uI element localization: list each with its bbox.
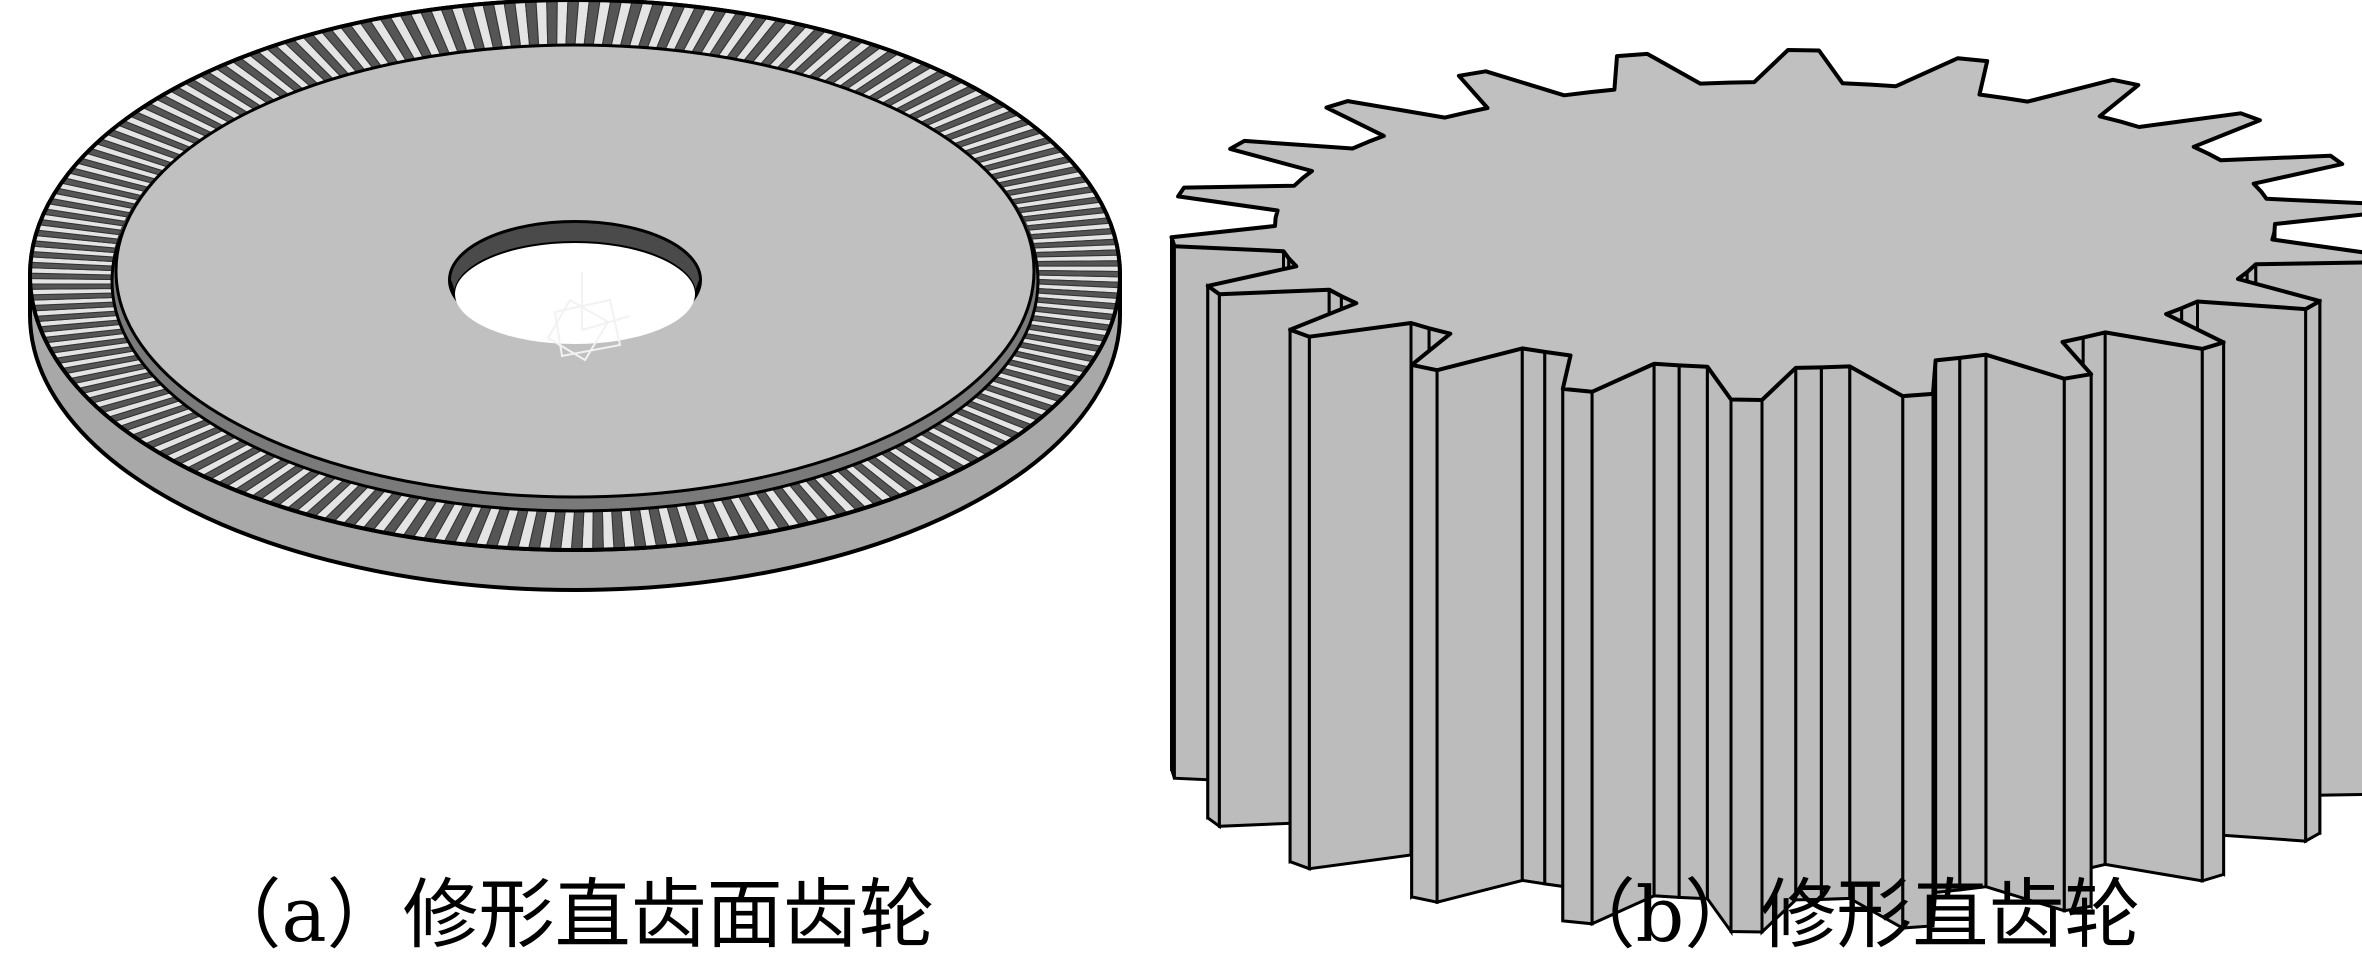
spur-gear-tooth-face <box>1307 321 1413 871</box>
spur-gear-drawing <box>1169 48 2362 937</box>
face-gear-tooth-flank <box>1036 260 1121 267</box>
spur-gear-tooth-face <box>1520 346 1547 886</box>
spur-gear-tooth-face <box>1705 362 1733 937</box>
face-gear-drawing <box>28 0 1122 592</box>
face-gear-tooth-flank <box>29 283 114 290</box>
spur-gear-tooth-face <box>1984 352 2066 913</box>
spur-gear-top-face <box>1169 48 2362 402</box>
spur-gear-tooth-face <box>1901 392 1935 930</box>
spur-gear-tooth-face <box>1410 363 1439 905</box>
spur-gear-tooth-face <box>1590 361 1656 927</box>
spur-gear-tooth-face <box>1561 387 1594 926</box>
face-gear-tooth-flank <box>546 0 558 46</box>
spur-gear-tooth-face <box>1794 365 1823 902</box>
coordinate-axes-icon <box>546 272 631 362</box>
spur-gear-tooth-face <box>1819 364 1852 901</box>
spur-gear-tooth-face <box>1958 353 1988 892</box>
spur-gear-tooth-face <box>1288 327 1311 871</box>
spur-gear-tooth-face <box>1206 282 1221 830</box>
spur-gear-tooth-face <box>2062 372 2093 913</box>
spur-gear-tooth-face <box>1934 356 1962 895</box>
spur-gear-tooth-face <box>1760 364 1798 936</box>
spur-gear-tooth-face <box>1729 397 1764 934</box>
spur-gear-tooth-face <box>2103 330 2204 883</box>
face-gear-bore-wall <box>448 221 702 295</box>
spur-gear-side-walls <box>1170 217 2362 937</box>
spur-gear-tooth-face <box>1848 363 1905 931</box>
spur-gear-tooth-face <box>2200 340 2226 883</box>
spur-gear-tooth-face <box>1677 363 1709 901</box>
caption-face-gear: （a）修形直齿面齿轮 <box>205 870 935 959</box>
spur-gear-tooth-face <box>1652 362 1681 899</box>
spur-gear-tooth-face <box>1435 346 1524 905</box>
face-gear-outer-rim <box>28 0 1122 552</box>
face-gear-bore-opening <box>455 244 695 344</box>
caption-spur-gear: （b）修形直齿轮 <box>1559 870 2141 959</box>
spur-gear-tooth-face <box>2304 298 2322 844</box>
face-gear-teeth <box>29 0 1121 551</box>
